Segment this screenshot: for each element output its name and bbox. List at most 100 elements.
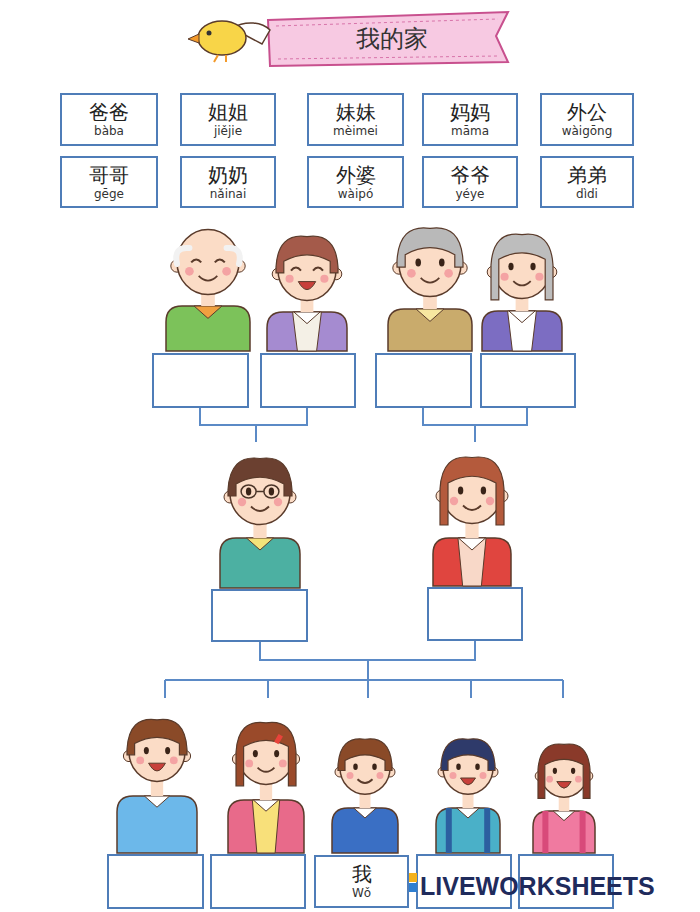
- torso: [436, 808, 500, 853]
- collar: [144, 796, 169, 807]
- chinese-word: 妈妈: [450, 100, 490, 124]
- inner-shirt: [508, 311, 537, 351]
- collar: [459, 538, 486, 550]
- backpack-straps: [449, 808, 487, 853]
- eye: [458, 487, 463, 495]
- pinyin: mèimei: [333, 124, 378, 139]
- hair: [440, 457, 504, 525]
- mouth: [461, 778, 476, 785]
- hair: [338, 739, 392, 771]
- cheek: [279, 759, 287, 767]
- cheek: [320, 275, 328, 283]
- mother-figure: [433, 457, 511, 586]
- bird-body: [198, 21, 246, 55]
- tree-line: [260, 641, 475, 660]
- pinyin: dìdi: [576, 187, 598, 202]
- eye: [571, 768, 575, 774]
- torso: [533, 811, 595, 853]
- title-banner: [268, 12, 508, 66]
- answer-box: [481, 354, 575, 407]
- inner-shirt: [458, 538, 486, 586]
- cheek: [245, 759, 253, 767]
- hair: [491, 234, 553, 300]
- inner-shirt: [293, 312, 322, 351]
- mouth: [199, 276, 218, 281]
- hair: [127, 719, 187, 754]
- collar: [509, 311, 535, 323]
- word-card: 姐姐jiějie: [180, 93, 276, 146]
- mouth: [421, 278, 440, 283]
- hair: [176, 248, 240, 264]
- collar: [416, 309, 444, 321]
- answer-box: [211, 855, 305, 908]
- mouth: [149, 763, 166, 771]
- collar: [247, 538, 274, 550]
- little-brother-figure: [436, 739, 500, 853]
- collar: [253, 800, 278, 811]
- tree-line: [562, 680, 564, 698]
- tree-lines: [165, 407, 563, 698]
- tree-line: [474, 425, 476, 442]
- word-card: 妈妈māma: [422, 93, 518, 146]
- eye: [415, 258, 421, 266]
- eye: [508, 263, 513, 271]
- tree-line: [367, 680, 369, 698]
- eye: [530, 263, 535, 271]
- cheek: [486, 497, 494, 505]
- word-card: 爷爷yéye: [422, 156, 518, 208]
- chinese-word: 我: [352, 862, 372, 886]
- torso: [482, 311, 562, 351]
- grandma-figure: [267, 236, 347, 351]
- watermark: LIVEWORKSHEETS: [420, 872, 655, 901]
- chinese-word: 爸爸: [89, 100, 129, 124]
- grandpa-figure: [166, 229, 250, 351]
- bird-beak: [188, 34, 199, 43]
- logo-square: [408, 883, 417, 892]
- grandma-figure: [482, 234, 562, 351]
- cheek: [450, 772, 457, 779]
- cheek: [286, 275, 294, 283]
- cheek: [501, 273, 509, 281]
- collar: [457, 808, 480, 818]
- word-card: 外婆wàipó: [307, 156, 404, 208]
- word-card: 爸爸bàba: [60, 93, 158, 146]
- cheek: [185, 267, 194, 276]
- hair: [228, 458, 292, 496]
- eye: [553, 768, 557, 774]
- eye: [269, 488, 274, 496]
- cheek: [450, 497, 458, 505]
- mouth: [298, 282, 315, 290]
- answer-box: [261, 354, 355, 407]
- brother-figure: [117, 719, 197, 853]
- tree-line: [267, 680, 269, 698]
- mouth: [557, 782, 571, 789]
- eye: [165, 747, 170, 754]
- eye: [481, 487, 486, 495]
- collar: [294, 312, 320, 324]
- chinese-word: 妹妹: [336, 100, 376, 124]
- cheek: [238, 498, 246, 506]
- torso: [388, 309, 472, 351]
- collar: [194, 306, 222, 318]
- word-card: 哥哥gēge: [60, 156, 158, 208]
- tree-line: [423, 407, 527, 425]
- me-box: 我Wǒ: [314, 855, 409, 908]
- bird-feet: [214, 55, 226, 62]
- torso: [117, 796, 197, 853]
- little-sister-figure: [533, 744, 595, 853]
- chinese-word: 弟弟: [567, 163, 607, 187]
- word-card: 外公wàigōng: [540, 93, 634, 146]
- title-text: 我的家: [356, 23, 428, 55]
- tree-line: [165, 679, 563, 681]
- eye: [253, 750, 258, 757]
- eye: [372, 764, 377, 771]
- eye: [246, 488, 251, 496]
- cheek: [546, 776, 553, 783]
- word-card: 妹妹mèimei: [307, 93, 404, 146]
- cheek: [347, 772, 354, 779]
- grandpa-figure: [388, 228, 472, 351]
- torso: [220, 538, 300, 588]
- answer-box: [428, 588, 522, 640]
- torso: [228, 800, 304, 853]
